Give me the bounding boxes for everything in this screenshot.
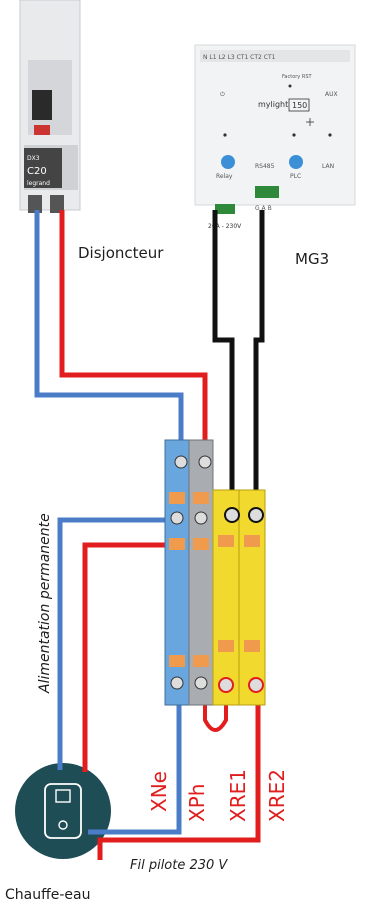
gab-label: G A B — [255, 205, 272, 212]
mg3-top-terminals: N L1 L2 L3 CT1 CT2 CT1 — [203, 54, 276, 61]
terminal-xre1[interactable] — [212, 489, 240, 706]
mylight-model: 150 — [292, 101, 307, 110]
lan-label: LAN — [322, 163, 334, 170]
label-xph: XPh — [185, 783, 209, 822]
label-xre1: XRE1 — [226, 769, 250, 822]
heater — [15, 763, 111, 859]
rs485-label: RS485 — [255, 163, 275, 170]
label-chauffe-eau: Chauffe-eau — [5, 887, 91, 903]
label-fil-pilote: Fil pilote 230 V — [130, 858, 228, 873]
plc-button[interactable] — [289, 155, 303, 169]
relay-label: Relay — [216, 173, 233, 180]
breaker-model: C20 — [27, 166, 47, 177]
terminal-xre2[interactable] — [238, 489, 266, 706]
breaker: DX3 C20 legrand — [19, 0, 81, 213]
mylight-brand: mylight — [258, 100, 288, 109]
relay-button[interactable] — [221, 155, 235, 169]
label-xne: XNe — [147, 771, 171, 812]
label-alimentation: Alimentation permanente — [37, 513, 53, 693]
terminal-blocks — [164, 439, 266, 706]
mg3-device: N L1 L2 L3 CT1 CT2 CT1 Factory RST ⏻ myl… — [194, 44, 356, 230]
breaker-ratings: DX3 — [27, 155, 40, 162]
label-xre2: XRE2 — [265, 769, 289, 822]
power-label: 20A - 230V — [208, 223, 242, 230]
breaker-brand: legrand — [27, 180, 50, 187]
label-mg3: MG3 — [295, 250, 330, 268]
label-disjoncteur: Disjoncteur — [78, 244, 164, 262]
factory-rst-label: Factory RST — [282, 74, 313, 80]
aux-label: AUX — [325, 91, 338, 98]
plc-label: PLC — [290, 173, 301, 180]
flame-icon — [55, 789, 71, 803]
svg-text:⏻: ⏻ — [220, 91, 225, 98]
